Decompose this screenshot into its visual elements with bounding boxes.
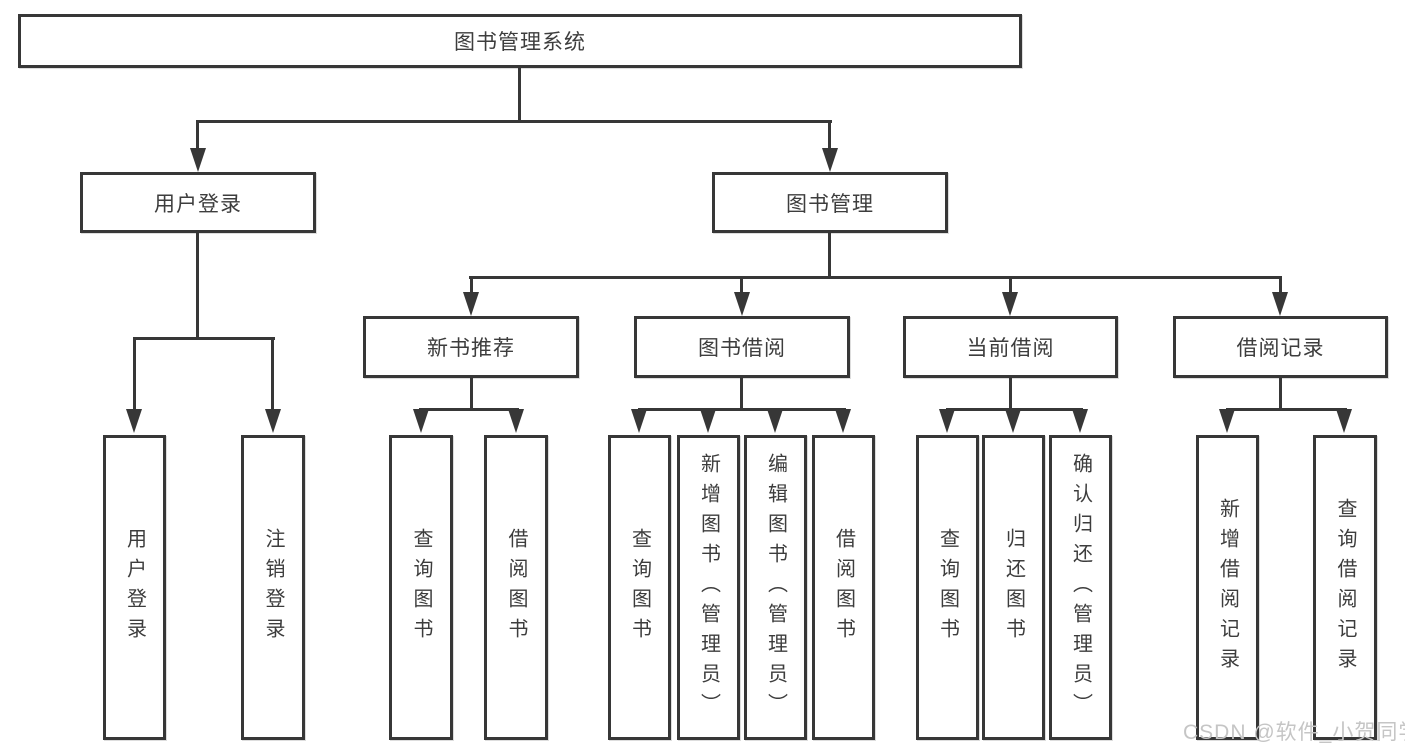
arrowhead-down-icon	[126, 409, 142, 433]
leaf-borrow-books-recommend-label: 借阅图书	[505, 527, 527, 648]
node-new-book-recommendation: 新书推荐	[363, 316, 579, 378]
connector-line	[469, 276, 1282, 279]
leaf-query-books-borrowing-label: 查询图书	[628, 527, 651, 648]
arrowhead-down-icon	[1336, 409, 1352, 433]
arrowhead-down-icon	[1005, 409, 1021, 433]
node-book-borrowing: 图书借阅	[634, 316, 850, 378]
leaf-return-books: 归还图书	[982, 435, 1045, 740]
connector-line	[419, 408, 519, 411]
arrowhead-down-icon	[190, 148, 206, 172]
connector-line	[828, 120, 831, 150]
arrowhead-down-icon	[1072, 409, 1088, 433]
connector-line	[133, 337, 136, 411]
arrowhead-down-icon	[767, 409, 783, 433]
leaf-query-books-current: 查询图书	[916, 435, 979, 740]
connector-line	[470, 276, 473, 294]
leaf-user-login: 用户登录	[103, 435, 166, 740]
leaf-add-book-admin: 新增图书（管理员）	[677, 435, 740, 740]
leaf-query-books-recommend-label: 查询图书	[410, 527, 432, 648]
leaf-add-borrow-record: 新增借阅记录	[1196, 435, 1259, 740]
connector-line	[1226, 408, 1347, 411]
arrowhead-down-icon	[1002, 292, 1018, 316]
leaf-query-borrow-record: 查询借阅记录	[1313, 435, 1377, 740]
arrowhead-down-icon	[822, 148, 838, 172]
leaf-return-books-label: 归还图书	[1002, 527, 1025, 648]
arrowhead-down-icon	[265, 409, 281, 433]
node-new-book-recommendation-label: 新书推荐	[427, 337, 515, 360]
leaf-confirm-return-admin-label: 确认归还（管理员）	[1069, 452, 1092, 723]
connector-line	[271, 337, 274, 411]
arrowhead-down-icon	[1219, 409, 1235, 433]
leaf-borrow-books-recommend: 借阅图书	[484, 435, 548, 740]
leaf-query-borrow-record-label: 查询借阅记录	[1334, 497, 1356, 678]
leaf-add-borrow-record-label: 新增借阅记录	[1216, 497, 1239, 678]
leaf-query-books-current-label: 查询图书	[936, 527, 959, 648]
node-book-management: 图书管理	[712, 172, 948, 233]
connector-line	[1279, 378, 1282, 409]
leaf-edit-book-admin-label: 编辑图书（管理员）	[764, 452, 787, 723]
node-current-borrowing: 当前借阅	[903, 316, 1118, 378]
connector-line	[133, 337, 275, 340]
arrowhead-down-icon	[508, 409, 524, 433]
leaf-query-books-borrowing: 查询图书	[608, 435, 671, 740]
connector-line	[1279, 276, 1282, 294]
leaf-borrow-books-borrowing-label: 借阅图书	[832, 527, 855, 648]
leaf-borrow-books-borrowing: 借阅图书	[812, 435, 875, 740]
connector-line	[828, 233, 831, 276]
node-root: 图书管理系统	[18, 14, 1022, 68]
node-borrowing-records-label: 借阅记录	[1236, 337, 1325, 360]
leaf-logout: 注销登录	[241, 435, 305, 740]
connector-line	[1009, 276, 1012, 294]
connector-line	[740, 378, 743, 409]
arrowhead-down-icon	[631, 409, 647, 433]
connector-line	[518, 68, 521, 120]
node-borrowing-records: 借阅记录	[1173, 316, 1388, 378]
node-book-management-label: 图书管理	[786, 192, 874, 216]
connector-line	[196, 233, 199, 337]
connector-line	[470, 378, 473, 409]
arrowhead-down-icon	[1272, 292, 1288, 316]
node-book-borrowing-label: 图书借阅	[698, 337, 786, 360]
node-root-label: 图书管理系统	[454, 31, 586, 54]
node-user-login-label: 用户登录	[154, 192, 242, 216]
connector-line	[638, 408, 846, 411]
leaf-user-login-label: 用户登录	[123, 527, 146, 648]
arrowhead-down-icon	[463, 292, 479, 316]
leaf-logout-label: 注销登录	[262, 527, 284, 648]
arrowhead-down-icon	[734, 292, 750, 316]
leaf-query-books-recommend: 查询图书	[389, 435, 453, 740]
connector-line	[196, 120, 199, 150]
node-user-login: 用户登录	[80, 172, 316, 233]
leaf-edit-book-admin: 编辑图书（管理员）	[744, 435, 807, 740]
arrowhead-down-icon	[700, 409, 716, 433]
leaf-confirm-return-admin: 确认归还（管理员）	[1049, 435, 1112, 740]
leaf-add-book-admin-label: 新增图书（管理员）	[697, 452, 720, 723]
connector-line	[196, 120, 832, 123]
arrowhead-down-icon	[835, 409, 851, 433]
connector-line	[1009, 378, 1012, 409]
csdn-watermark: CSDN @软件_小贺同学	[1183, 721, 1405, 744]
connector-line	[740, 276, 743, 294]
arrowhead-down-icon	[413, 409, 429, 433]
arrowhead-down-icon	[939, 409, 955, 433]
node-current-borrowing-label: 当前借阅	[966, 337, 1055, 360]
